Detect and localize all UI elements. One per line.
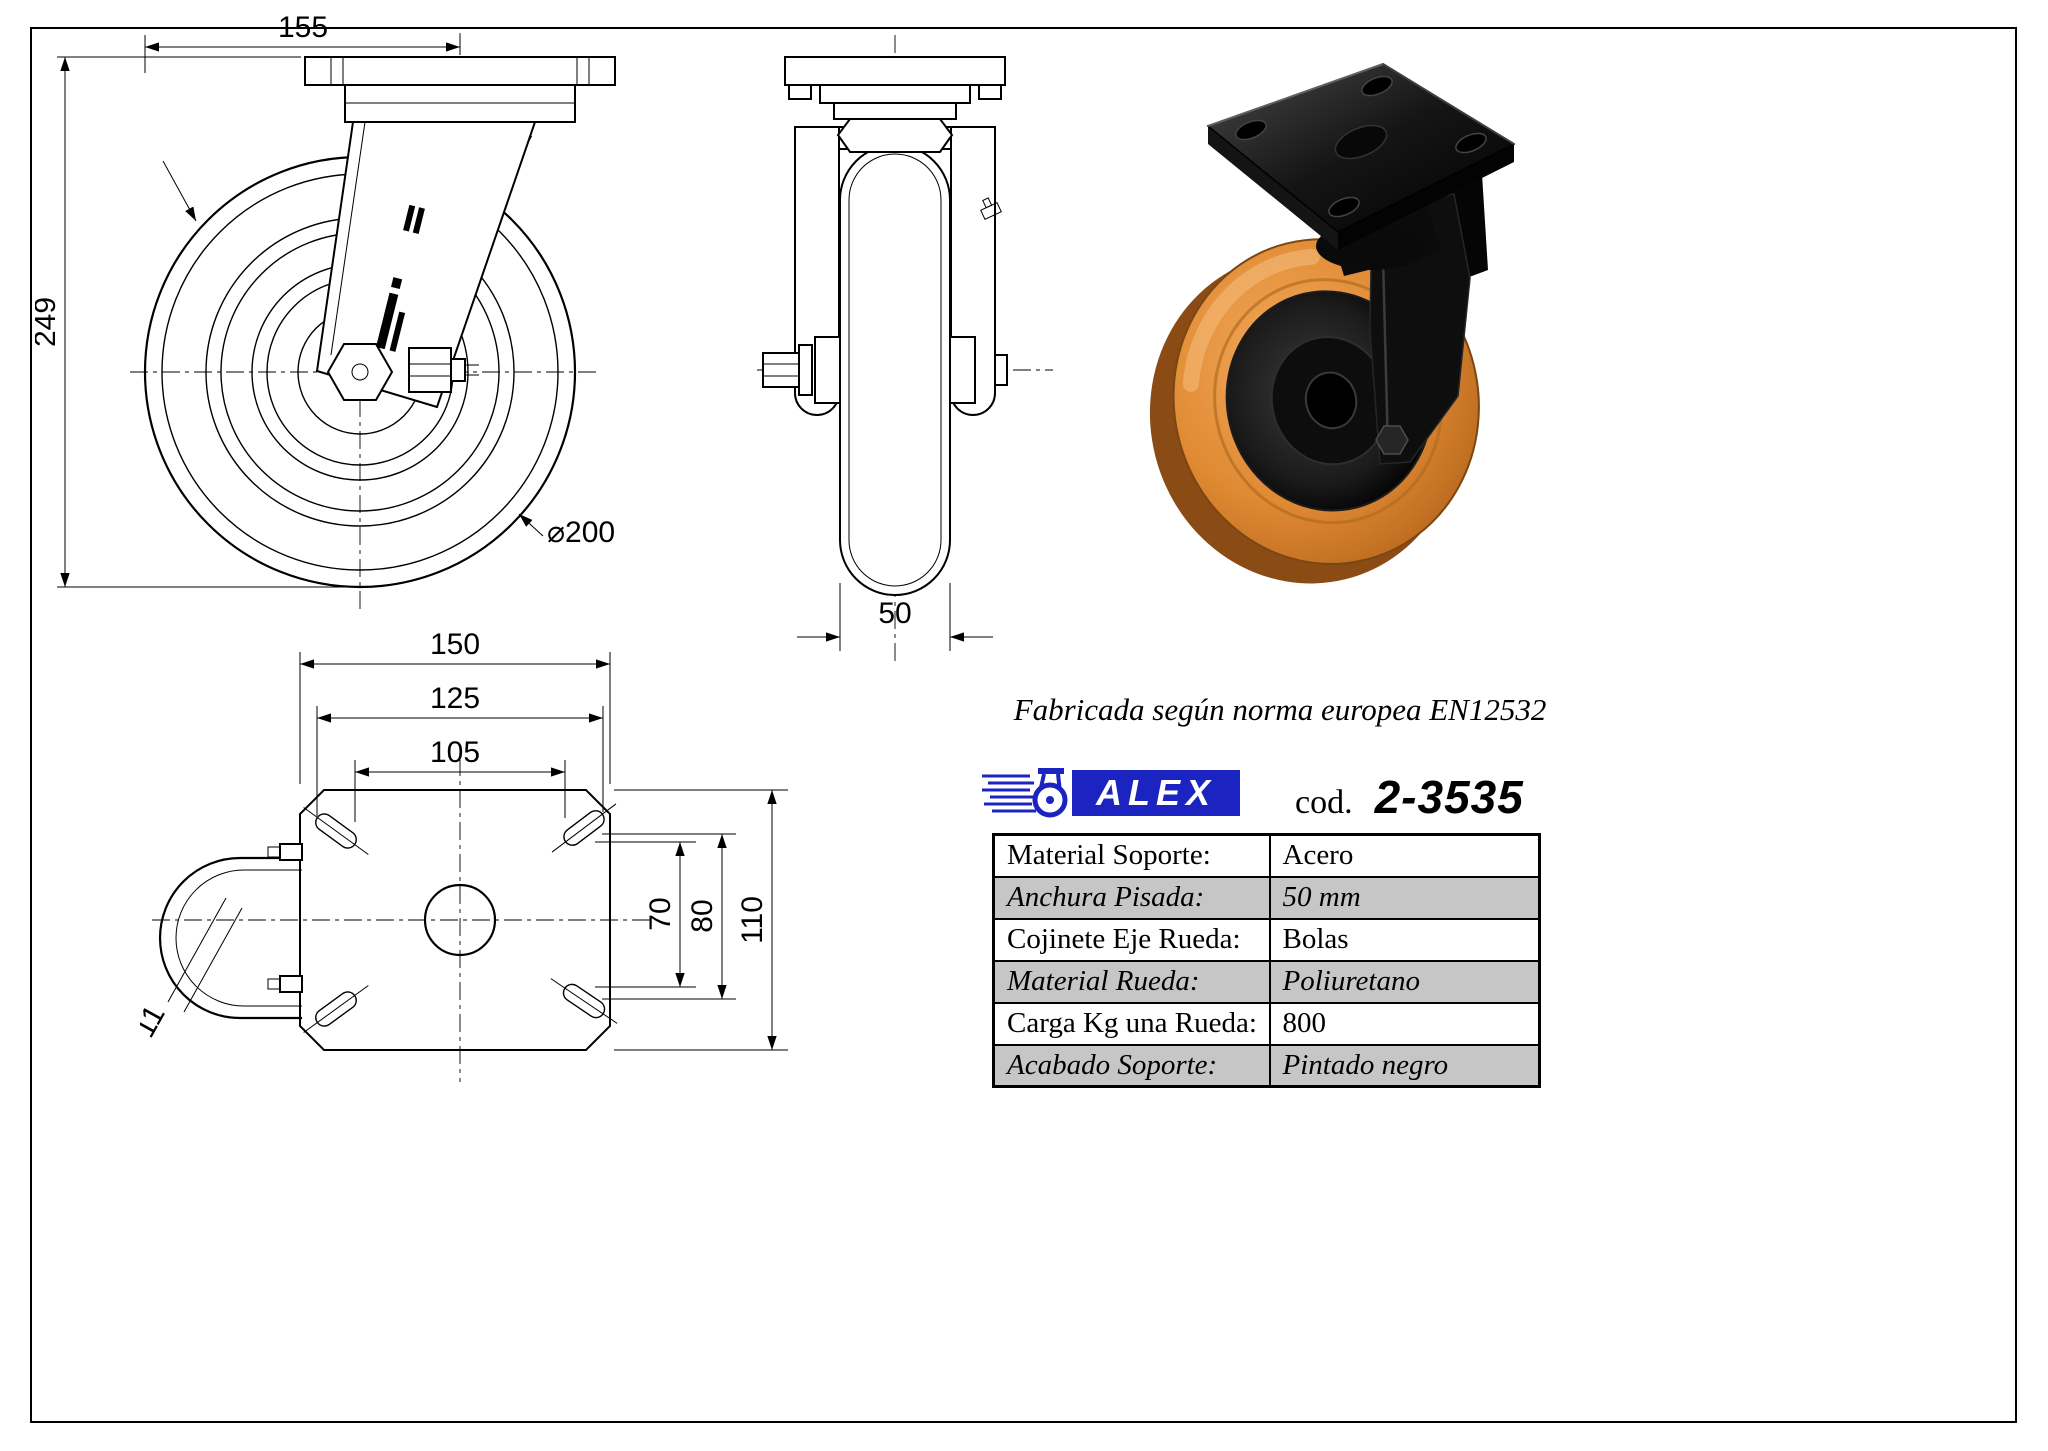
dim-150-label: 150 — [430, 630, 480, 661]
dim-11-label: 11 — [140, 1000, 172, 1043]
dim-105: 105 — [354, 736, 566, 822]
dim-110-label: 110 — [736, 896, 769, 944]
dim-50-label: 50 — [878, 597, 911, 630]
caster-icon — [1032, 768, 1068, 818]
spec-value: Poliuretano — [1268, 959, 1541, 1004]
spec-label: Anchura Pisada: — [992, 875, 1271, 920]
front-view-drawing: 155 249 ⌀200 — [35, 15, 616, 610]
spec-label: Carga Kg una Rueda: — [992, 1001, 1271, 1046]
dim-50: 50 — [797, 583, 993, 651]
table-row: Carga Kg una Rueda: 800 — [992, 1001, 1541, 1046]
bolt-slots — [303, 803, 618, 1033]
spec-label: Material Rueda: — [992, 959, 1271, 1004]
spec-value: Bolas — [1268, 917, 1541, 962]
bolt-hole — [1328, 196, 1360, 218]
dim-249-label: 249 — [35, 297, 62, 347]
dim-80: 80 — [602, 833, 736, 1000]
table-row: Material Rueda: Poliuretano — [992, 959, 1541, 1004]
wheel-top-view — [158, 843, 303, 1020]
dim-70-label: 70 — [644, 897, 677, 930]
dim-110: 110 — [614, 789, 788, 1051]
plate-3d — [1206, 63, 1516, 276]
axle-nut-3d — [1375, 425, 1409, 455]
spec-label: Cojinete Eje Rueda: — [992, 917, 1271, 962]
dim-150: 150 — [299, 630, 611, 784]
speed-lines-icon — [982, 774, 1036, 813]
alex-logo: ALEX — [982, 768, 1240, 818]
bolt-hole — [1361, 75, 1393, 97]
spec-label: Acabado Soporte: — [992, 1043, 1271, 1088]
dim-105-label: 105 — [430, 736, 480, 769]
side-clamp — [408, 347, 479, 393]
brand-text: ALEX — [1095, 772, 1216, 813]
code-value: 2-3535 — [1374, 771, 1524, 823]
swivel-fork — [315, 121, 537, 409]
sheet-border — [30, 27, 2017, 1423]
spec-value: Acero — [1268, 833, 1541, 878]
plate-edge — [784, 56, 1006, 100]
dim-155-label: 155 — [278, 15, 328, 44]
bolt-hole — [1235, 119, 1267, 141]
dim-70: 70 — [595, 841, 696, 988]
spec-value: 50 mm — [1268, 875, 1541, 920]
dim-80-label: 80 — [686, 899, 719, 932]
swivel-stack — [819, 84, 971, 153]
table-row: Acabado Soporte: Pintado negro — [992, 1043, 1541, 1088]
code-label: cod. — [1295, 784, 1353, 821]
table-row: Cojinete Eje Rueda: Bolas — [992, 917, 1541, 962]
dim-diameter-label: ⌀200 — [547, 516, 615, 549]
dim-155: 155 — [144, 15, 461, 222]
fork-embossing — [376, 204, 425, 352]
kingpin-hole-plan — [423, 883, 497, 957]
dim-diameter-200: ⌀200 — [518, 513, 615, 549]
wheel-profile — [839, 144, 951, 596]
side-view-drawing: 50 — [757, 35, 1053, 663]
table-row: Material Soporte: Acero — [992, 833, 1541, 878]
product-code: cod. 2-3535 — [1295, 770, 1524, 824]
axle-nut — [326, 343, 394, 401]
top-plate — [304, 56, 616, 123]
caster-3d-render — [1149, 63, 1516, 584]
standard-note: Fabricada según norma europea EN12532 — [1013, 692, 1547, 727]
kingpin-hole — [1334, 124, 1388, 160]
table-row: Anchura Pisada: 50 mm — [992, 875, 1541, 920]
plan-view-drawing: 11 150 125 105 70 — [140, 630, 788, 1082]
spec-value: 800 — [1268, 1001, 1541, 1046]
dim-249: 249 — [35, 56, 365, 588]
spec-table: Material Soporte: Acero Anchura Pisada: … — [992, 833, 1541, 1088]
spec-label: Material Soporte: — [992, 833, 1271, 878]
dim-125-label: 125 — [430, 682, 480, 715]
grease-fitting — [980, 197, 1002, 220]
dim-125: 125 — [316, 682, 604, 816]
axle-washers — [814, 336, 976, 404]
bolt-hole — [1455, 132, 1487, 154]
spec-value: Pintado negro — [1268, 1043, 1541, 1088]
axle-bolt — [762, 344, 1008, 396]
logo-background — [1072, 770, 1240, 816]
